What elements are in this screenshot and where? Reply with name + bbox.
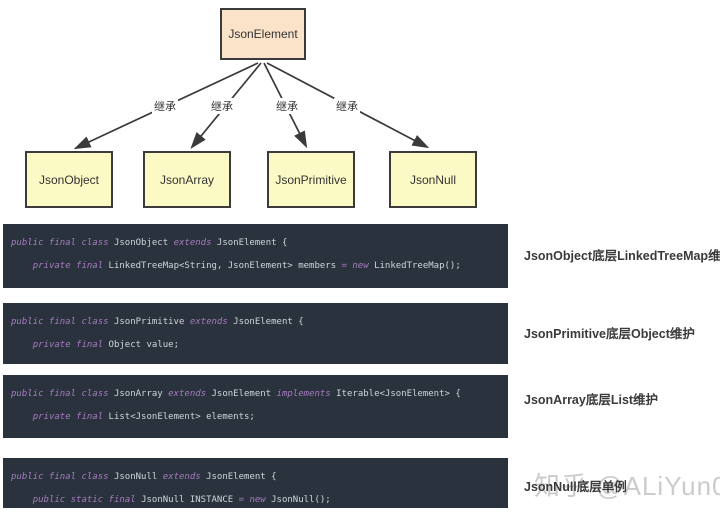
code-line: private final Object value; xyxy=(32,340,179,350)
class-box-jsonelement: JsonElement xyxy=(220,8,306,60)
code-line: public final class JsonNull extends Json… xyxy=(11,472,277,482)
class-box-jsonnull: JsonNull xyxy=(389,151,477,208)
code-line: private final List<JsonElement> elements… xyxy=(32,412,255,422)
edge-label-inherit: 继承 xyxy=(209,98,235,114)
code-snippet-jsonobject: public final class JsonObject extends Js… xyxy=(3,224,508,288)
class-box-label: JsonObject xyxy=(38,172,100,187)
annotation-jsonobject: JsonObject底层LinkedTreeMap维护 xyxy=(524,249,720,263)
watermark: 知乎 @ALiYun01 xyxy=(534,471,720,501)
code-line: public final class JsonObject extends Js… xyxy=(11,238,288,248)
class-box-jsonprimitive: JsonPrimitive xyxy=(267,151,355,208)
annotation-jsonprimitive: JsonPrimitive底层Object维护 xyxy=(524,327,695,341)
annotation-jsonnull: JsonNull底层单例 xyxy=(524,480,627,494)
code-line: private final LinkedTreeMap<String, Json… xyxy=(32,261,461,271)
class-box-label: JsonNull xyxy=(409,172,457,187)
code-snippet-jsonarray: public final class JsonArray extends Jso… xyxy=(3,375,508,438)
annotation-jsonarray: JsonArray底层List维护 xyxy=(524,393,659,407)
edge-label-inherit: 继承 xyxy=(274,98,300,114)
code-line: public final class JsonPrimitive extends… xyxy=(11,317,304,327)
code-line: public static final JsonNull INSTANCE = … xyxy=(32,495,331,505)
code-snippet-jsonnull: public final class JsonNull extends Json… xyxy=(3,458,508,508)
class-box-jsonobject: JsonObject xyxy=(25,151,113,208)
code-line: public final class JsonArray extends Jso… xyxy=(11,389,461,399)
class-box-label: JsonArray xyxy=(159,172,215,187)
class-box-jsonarray: JsonArray xyxy=(143,151,231,208)
edge-label-inherit: 继承 xyxy=(334,98,360,114)
edge-label-inherit: 继承 xyxy=(152,98,178,114)
class-box-label: JsonElement xyxy=(228,27,298,41)
code-snippet-jsonprimitive: public final class JsonPrimitive extends… xyxy=(3,303,508,364)
class-box-label: JsonPrimitive xyxy=(275,172,347,187)
